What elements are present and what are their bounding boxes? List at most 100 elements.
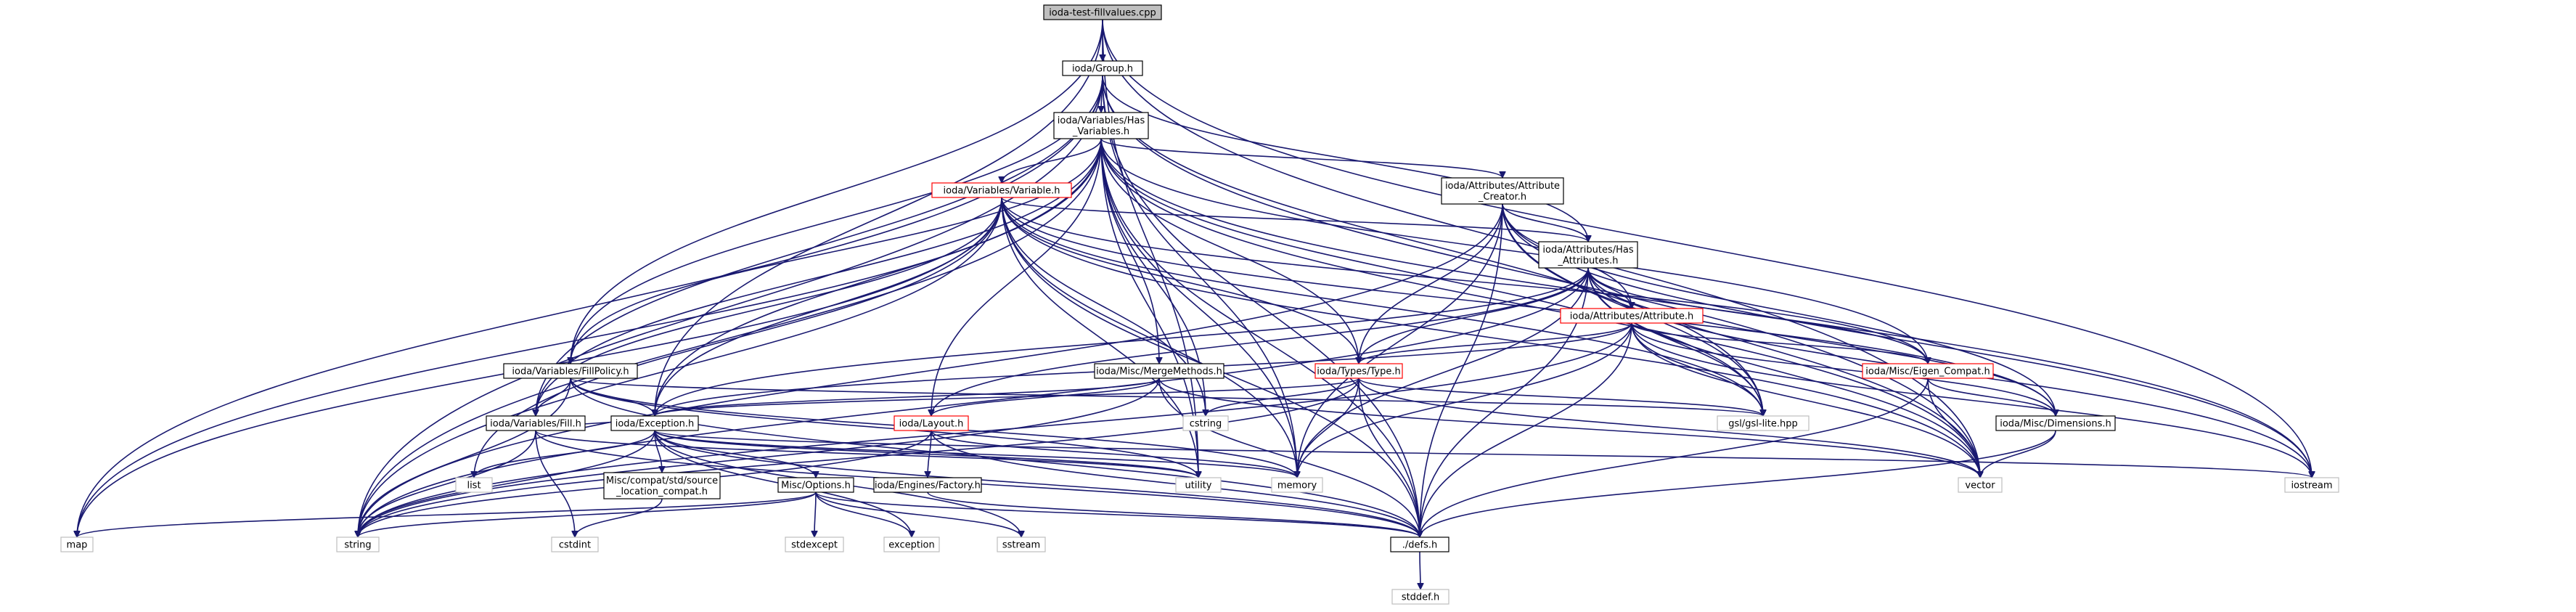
node-label-list-line-0: list — [467, 481, 481, 491]
node-group[interactable]: ioda/Group.h — [1062, 60, 1143, 76]
node-typesh[interactable]: ioda/Types/Type.h — [1314, 363, 1403, 379]
node-list: list — [455, 477, 493, 493]
edge-hasvars-to-eigen — [1100, 138, 1928, 364]
node-box-stdexcept — [785, 536, 844, 552]
edge-variable-to-vector — [1001, 197, 1980, 478]
edge-attrcreator-to-hasattrs — [1502, 203, 1588, 242]
node-cstdint: cstdint — [551, 536, 599, 552]
edge-variable-to-gsl — [1001, 197, 1763, 416]
node-label-root-line-0: ioda-test-fillvalues.cpp — [1049, 8, 1156, 19]
node-box-string — [336, 536, 380, 552]
node-box-exceptionstd — [883, 536, 940, 552]
edge-hasvars-to-defs — [1100, 138, 1420, 537]
edge-options-to-defs — [815, 491, 1420, 538]
node-box-factory — [873, 477, 982, 493]
edge-exception-to-srcloc — [654, 430, 662, 473]
node-label-sstream-line-0: sstream — [1002, 540, 1040, 551]
node-attrcreator[interactable]: ioda/Attributes/Attribute_Creator.h — [1441, 177, 1564, 205]
node-label-fillpolicy-line-0: ioda/Variables/FillPolicy.h — [512, 367, 629, 378]
node-label-srcloc-line-0: Misc/compat/std/source — [606, 476, 718, 486]
edge-fillpolicy-to-utility — [570, 378, 1198, 478]
node-utility: utility — [1175, 477, 1222, 493]
node-label-vector-line-0: vector — [1965, 481, 1995, 491]
node-box-dimensions — [1995, 415, 2116, 431]
node-label-cstdint-line-0: cstdint — [559, 540, 591, 551]
edge-group-to-memory — [1102, 75, 1297, 478]
node-box-cstring — [1182, 415, 1229, 431]
nodes-layer: ioda-test-fillvalues.cpp ioda/Group.h ioda… — [60, 4, 2339, 605]
edge-group-to-fillh — [536, 75, 1103, 416]
node-hasvars[interactable]: ioda/Variables/Has_Variables.h — [1053, 112, 1149, 139]
node-dimensions[interactable]: ioda/Misc/Dimensions.h — [1995, 415, 2116, 431]
node-mergemethods[interactable]: ioda/Misc/MergeMethods.h — [1094, 363, 1224, 379]
node-root[interactable]: ioda-test-fillvalues.cpp — [1043, 4, 1162, 20]
edge-root-to-fillpolicy — [571, 19, 1103, 364]
node-iostream: iostream — [2284, 477, 2339, 493]
edge-group-to-vector — [1102, 75, 1980, 478]
edge-hasvars-to-typesh — [1100, 138, 1359, 364]
edge-options-to-sstream — [815, 491, 1021, 538]
edge-hasattrs-to-dimensions — [1587, 267, 2056, 416]
node-sstream: sstream — [997, 536, 1046, 552]
edge-fillpolicy-to-fillh — [536, 378, 571, 417]
node-fillh[interactable]: ioda/Variables/Fill.h — [486, 415, 586, 431]
node-options[interactable]: Misc/Options.h — [777, 477, 854, 493]
edge-attribute-to-gsl — [1631, 322, 1763, 416]
edge-hasvars-to-attrcreator — [1100, 138, 1502, 179]
edge-root-to-utility — [1102, 19, 1198, 478]
edge-attribute-to-dimensions — [1631, 322, 2056, 417]
edge-root-to-iostream — [1102, 19, 2312, 478]
edge-group-to-string — [358, 75, 1103, 537]
edge-typesh-to-gsl — [1358, 378, 1763, 417]
node-box-cstdint — [551, 536, 599, 552]
edge-layout-to-memory — [931, 430, 1297, 478]
node-eigen[interactable]: ioda/Misc/Eigen_Compat.h — [1862, 363, 1994, 379]
node-label-cstring-line-0: cstring — [1190, 419, 1222, 430]
node-exception[interactable]: ioda/Exception.h — [610, 415, 699, 431]
node-layout[interactable]: ioda/Layout.h — [894, 415, 969, 431]
edge-group-to-map — [77, 75, 1103, 537]
node-box-attrcreator — [1441, 177, 1564, 205]
edge-fillh-to-cstdint — [535, 430, 575, 537]
node-box-fillh — [486, 415, 586, 431]
node-box-gsl — [1717, 415, 1810, 431]
node-label-typesh-line-0: ioda/Types/Type.h — [1317, 367, 1400, 378]
edge-hasvars-to-exception — [655, 138, 1102, 416]
edge-hasvars-to-string — [358, 138, 1102, 537]
node-defs[interactable]: ./defs.h — [1390, 536, 1449, 552]
node-box-srcloc — [603, 472, 721, 499]
edge-options-to-exceptionstd — [815, 491, 912, 538]
node-box-group — [1062, 60, 1143, 76]
edge-fillh-to-string — [358, 430, 536, 537]
node-box-map — [60, 536, 94, 552]
edge-attribute-to-string — [358, 322, 1632, 537]
node-variable[interactable]: ioda/Variables/Variable.h — [931, 182, 1072, 198]
node-gsl: gsl/gsl-lite.hpp — [1717, 415, 1810, 431]
edge-variable-to-string — [358, 197, 1002, 537]
node-box-vector — [1958, 477, 2003, 493]
edge-hasattrs-to-exception — [655, 267, 1589, 416]
edge-attribute-to-defs — [1420, 322, 1632, 537]
edge-typesh-to-vector — [1358, 378, 1980, 478]
edge-hasattrs-to-memory — [1297, 267, 1589, 478]
node-box-hasattrs — [1538, 241, 1638, 269]
node-attribute[interactable]: ioda/Attributes/Attribute.h — [1560, 308, 1704, 324]
node-srcloc[interactable]: Misc/compat/std/source_location_compat.h — [603, 472, 721, 499]
node-box-root — [1043, 4, 1162, 20]
edge-eigen-to-defs — [1420, 378, 1929, 537]
edge-hasvars-to-variable — [1002, 138, 1102, 184]
edge-layout-to-factory — [928, 430, 932, 478]
node-box-eigen — [1862, 363, 1994, 379]
node-vector: vector — [1958, 477, 2003, 493]
node-box-typesh — [1314, 363, 1403, 379]
node-box-layout — [894, 415, 969, 431]
node-fillpolicy[interactable]: ioda/Variables/FillPolicy.h — [503, 363, 638, 379]
node-hasattrs[interactable]: ioda/Attributes/Has_Attributes.h — [1538, 241, 1638, 269]
node-map: map — [60, 536, 94, 552]
edge-variable-to-list — [474, 197, 1002, 478]
edge-mergemethods-to-exception — [655, 378, 1160, 417]
node-factory[interactable]: ioda/Engines/Factory.h — [873, 477, 982, 493]
edge-exception-to-iostream — [654, 430, 2312, 478]
edge-hasvars-to-layout — [931, 138, 1102, 416]
edge-hasattrs-to-eigen — [1587, 267, 1928, 364]
